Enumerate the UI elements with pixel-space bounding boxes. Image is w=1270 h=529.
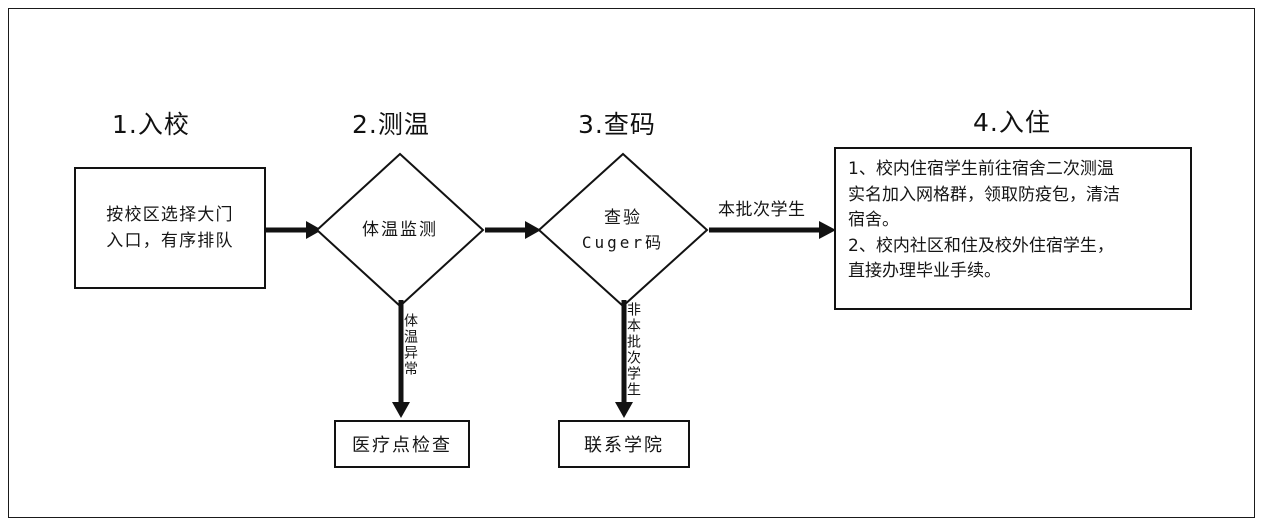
edge-label-not-this-batch: 非本批次学生	[625, 302, 641, 398]
edge-label-temperature-abnormal: 体温异常	[402, 313, 418, 377]
arrow-temperature-to-code	[485, 221, 541, 239]
node-medical-check-label: 医疗点检查	[352, 435, 452, 456]
diamond-shape-code	[537, 152, 709, 308]
node-entry-process[interactable]: 按校区选择大门 入口，有序排队	[74, 167, 266, 289]
node-contact-college[interactable]: 联系学院	[558, 420, 690, 468]
edge-label-code-to-checkin: 本批次学生	[718, 200, 806, 220]
outer-frame-border	[8, 8, 1255, 518]
node-temperature-decision[interactable]: 体温监测	[315, 152, 485, 308]
node-code-decision[interactable]: 查验 Cuger码	[537, 152, 709, 308]
stage-title-1: 1.入校	[112, 110, 190, 139]
arrow-temperature-abnormal	[392, 300, 410, 418]
arrow-code-to-checkin	[709, 221, 836, 239]
stage-title-2: 2.测温	[352, 110, 430, 139]
arrow-not-this-batch	[615, 300, 633, 418]
diamond-shape-temperature	[315, 152, 485, 308]
stage-title-4: 4.入住	[973, 108, 1051, 137]
arrow-entry-to-temperature	[266, 221, 322, 239]
node-entry-process-label: 按校区选择大门 入口，有序排队	[106, 204, 234, 251]
node-checkin-note-label: 1、校内住宿学生前往宿舍二次测温 实名加入网格群，领取防疫包，清洁 宿舍。 2、…	[848, 159, 1120, 281]
node-contact-college-label: 联系学院	[584, 435, 664, 456]
node-medical-check[interactable]: 医疗点检查	[334, 420, 470, 468]
stage-title-3: 3.查码	[578, 110, 656, 139]
node-checkin-note[interactable]: 1、校内住宿学生前往宿舍二次测温 实名加入网格群，领取防疫包，清洁 宿舍。 2、…	[834, 147, 1192, 310]
